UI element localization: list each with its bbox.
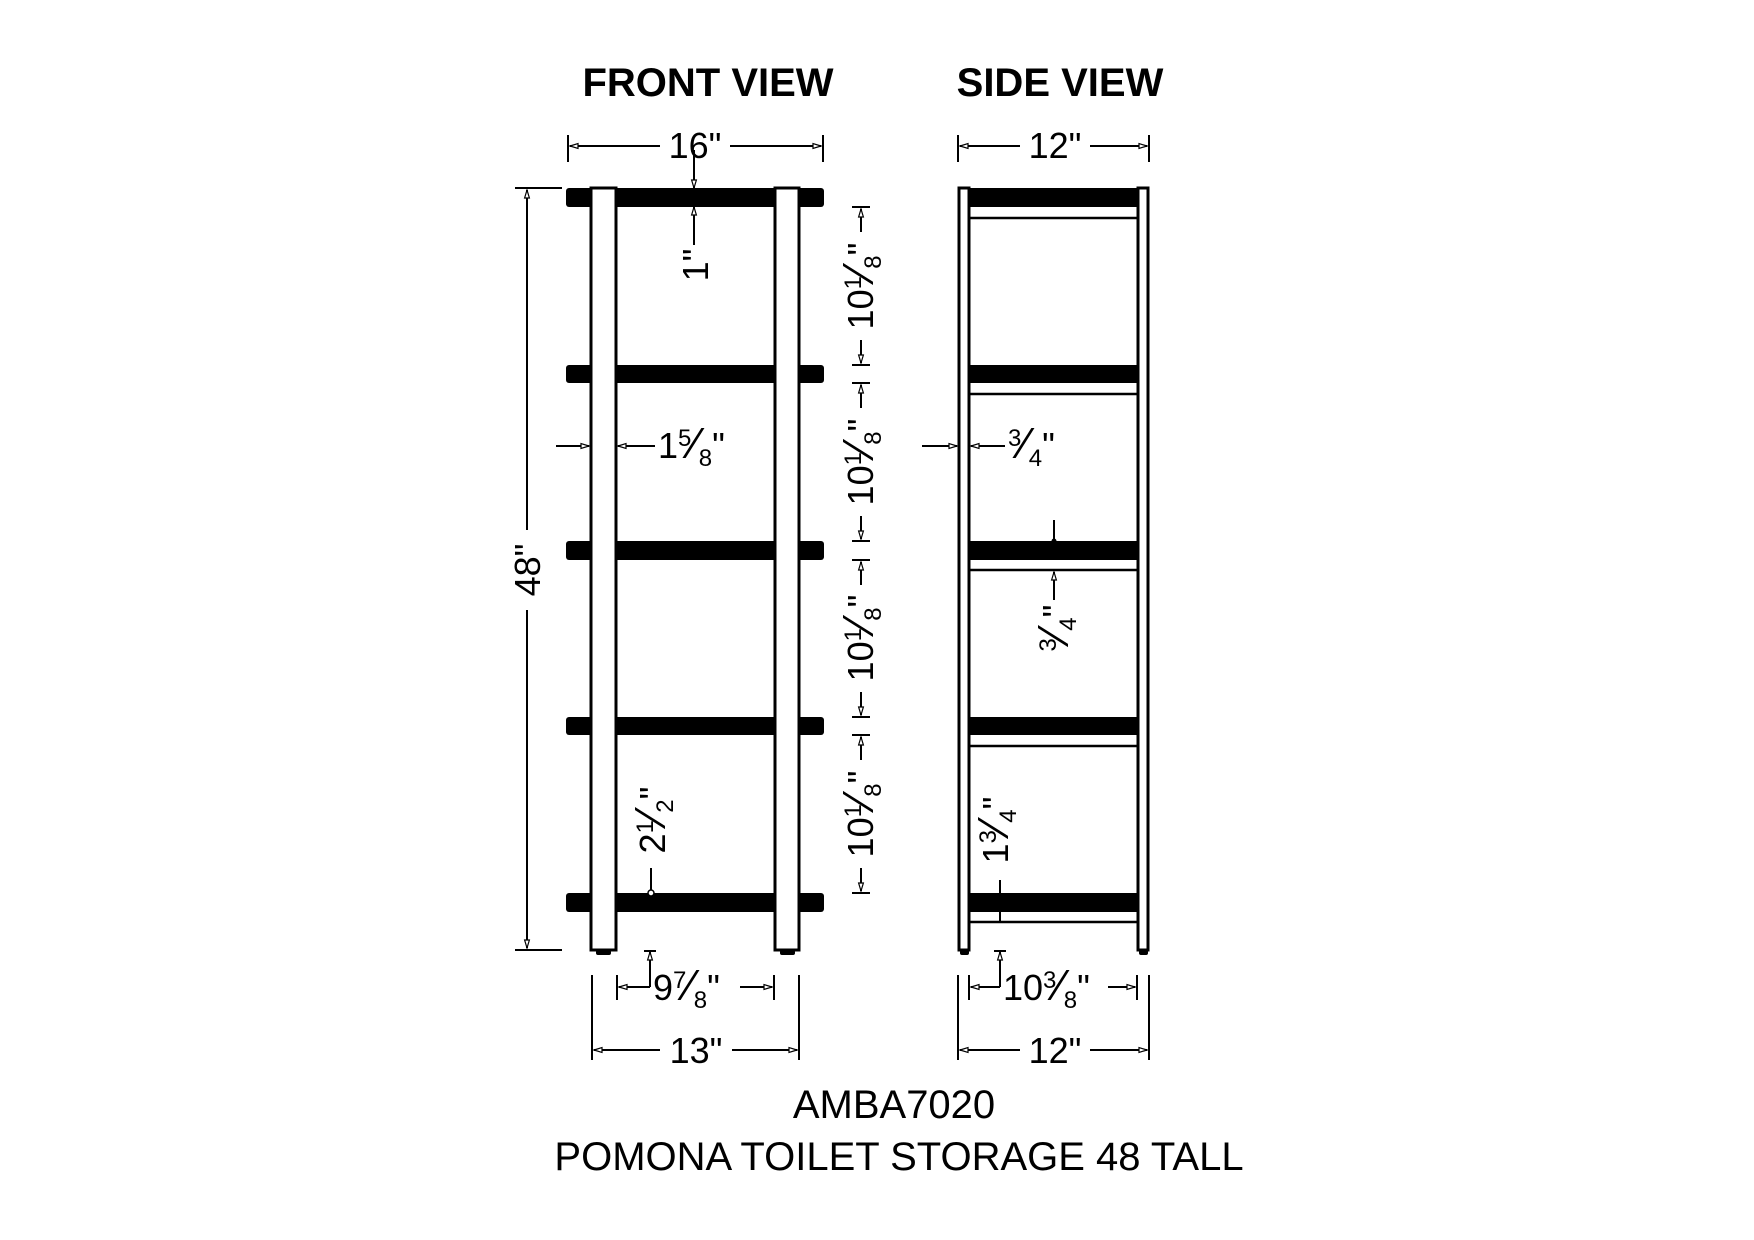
fraction-numerator: 3 (1035, 638, 1062, 651)
unit-mark: " (840, 771, 881, 784)
side-shelf (970, 188, 1137, 207)
front-view: 16" 1" 48" 101⁄8" 101⁄8" 101⁄8" 101⁄8" (507, 125, 887, 1071)
fraction-denominator: 8 (860, 255, 887, 268)
side-back-post (1136, 186, 1150, 952)
fraction-numerator: 3 (1008, 425, 1021, 452)
fraction-denominator: 2 (652, 799, 679, 812)
fraction-whole: 9 (653, 967, 673, 1008)
side-depth-dimension (957, 135, 1150, 162)
side-view: 12" 3⁄4" 3⁄4" 13⁄4" 103⁄8" (922, 125, 1150, 1071)
leg-span-label: 13" (670, 1030, 723, 1071)
unit-mark: " (840, 419, 881, 432)
unit-mark: " (1035, 605, 1076, 618)
fraction-denominator: 8 (694, 987, 707, 1014)
front-height-label: 48" (507, 544, 548, 597)
side-shelf (970, 541, 1137, 560)
fraction-whole: 10 (840, 641, 881, 681)
front-right-post (773, 186, 801, 952)
unit-mark: " (840, 243, 881, 256)
inner-depth-dimension (968, 950, 1138, 1000)
front-left-post (589, 186, 618, 952)
unit-mark: " (840, 595, 881, 608)
bottom-shelf-height-label: 21⁄2" (626, 787, 679, 854)
side-shelf (970, 717, 1137, 735)
fraction-numerator: 1 (840, 452, 867, 465)
shelf-spacing-dimensions (852, 206, 870, 894)
fraction-denominator: 4 (1029, 445, 1042, 472)
fraction-numerator: 1 (840, 804, 867, 817)
shelf-spacing-label: 101⁄8" (834, 243, 887, 330)
fraction-denominator: 8 (860, 783, 887, 796)
fraction-whole: 10 (1003, 967, 1043, 1008)
product-name: POMONA TOILET STORAGE 48 TALL (554, 1135, 1243, 1179)
front-foot (596, 950, 611, 955)
inner-width-label: 97⁄8" (653, 961, 720, 1014)
front-shelf (566, 188, 824, 207)
front-shelf (566, 893, 824, 912)
base-depth-label: 12" (1029, 1030, 1082, 1071)
fraction-denominator: 8 (860, 431, 887, 444)
post-width-label: 15⁄8" (658, 419, 725, 472)
fraction-denominator: 4 (1055, 617, 1082, 630)
fraction-denominator: 4 (995, 809, 1022, 822)
fraction-denominator: 8 (1064, 987, 1077, 1014)
fraction-denominator: 8 (860, 607, 887, 620)
rail-gap-dimension (1052, 520, 1057, 600)
leg-span-dimension (591, 975, 800, 1060)
side-shelf (970, 365, 1137, 383)
front-height-dimension (515, 187, 562, 951)
side-view-title: SIDE VIEW (957, 61, 1164, 105)
side-front-post (957, 186, 971, 952)
fraction-numerator: 3 (1043, 967, 1056, 994)
side-shelves (970, 188, 1137, 924)
front-foot (780, 950, 795, 955)
fraction-whole: 10 (840, 465, 881, 505)
front-shelf (566, 541, 824, 560)
fraction-numerator: 5 (678, 425, 691, 452)
unit-mark: " (632, 787, 673, 800)
unit-mark: " (712, 425, 725, 466)
unit-mark: " (1077, 967, 1090, 1008)
side-foot (960, 950, 969, 955)
front-view-title: FRONT VIEW (582, 61, 833, 105)
bottom-rail-height-label: 13⁄4" (969, 797, 1022, 864)
unit-mark: " (975, 797, 1016, 810)
fraction-denominator: 8 (699, 445, 712, 472)
bottom-shelf-height-leader (647, 868, 655, 897)
fraction-numerator: 1 (840, 276, 867, 289)
fraction-numerator: 1 (840, 628, 867, 641)
unit-mark: " (1042, 425, 1055, 466)
side-foot (1139, 950, 1148, 955)
fraction-whole: 1 (658, 425, 678, 466)
fraction-whole: 1 (975, 843, 1016, 863)
fraction-numerator: 3 (975, 830, 1002, 843)
front-shelf (566, 717, 824, 735)
unit-mark: " (707, 967, 720, 1008)
fraction-whole: 10 (840, 817, 881, 857)
fraction-numerator: 1 (632, 820, 659, 833)
inner-width-dimension (616, 950, 775, 1000)
fraction-numerator: 7 (673, 967, 686, 994)
fraction-whole: 10 (840, 289, 881, 329)
top-overhang-label: 1" (675, 249, 716, 282)
front-width-dimension (567, 135, 824, 162)
model-number: AMBA7020 (793, 1083, 995, 1127)
fraction-whole: 2 (632, 833, 673, 853)
side-shelf (970, 893, 1137, 912)
base-depth-dimension (957, 975, 1150, 1060)
side-depth-label: 12" (1029, 125, 1082, 166)
front-shelf (566, 365, 824, 383)
